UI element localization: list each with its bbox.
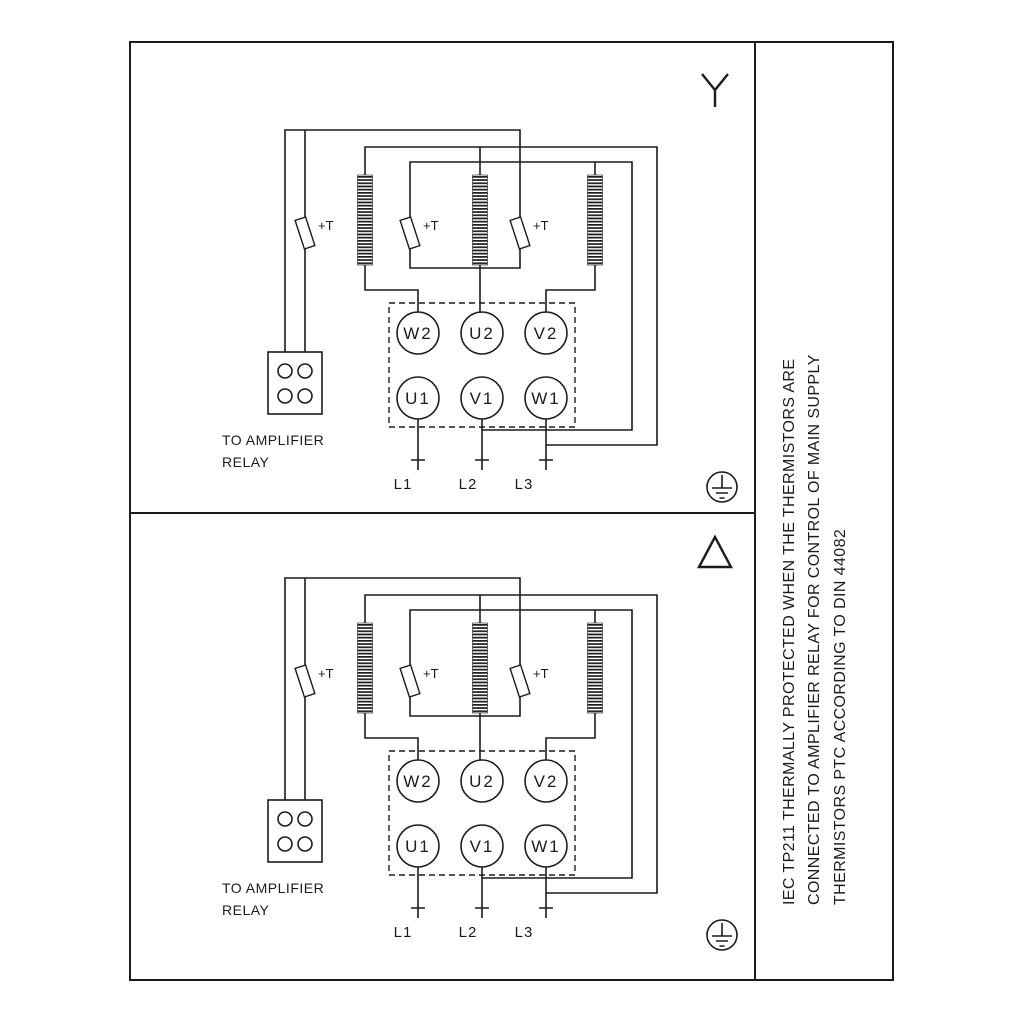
thermistor-body (399, 216, 421, 250)
terminal-w1: W1 (524, 376, 568, 420)
thermistor-body (509, 664, 531, 698)
terminal-u2: U2 (460, 311, 504, 355)
terminal-circle (396, 759, 440, 803)
supply-line-label-l2: L2 (459, 924, 478, 941)
thermistor-icon: +T (294, 216, 334, 250)
thermistor-body (509, 216, 531, 250)
terminal-u1: U1 (396, 824, 440, 868)
thermistor-label: +T (533, 666, 549, 681)
relay-terminal-circle (277, 811, 293, 827)
terminal-label: V1 (470, 837, 495, 856)
relay-terminal-circle (297, 836, 313, 852)
thermistor-body (294, 664, 316, 698)
relay-label-line2: RELAY (222, 902, 270, 918)
relay-terminal-circle (277, 836, 293, 852)
terminal-box-outline (388, 302, 576, 428)
terminal-w1: W1 (524, 824, 568, 868)
thermistor-body (294, 216, 316, 250)
thermistor-icon: +T (294, 664, 334, 698)
supply-line-label-l1: L1 (394, 924, 413, 941)
relay-label-line1: TO AMPLIFIER (222, 432, 324, 448)
terminal-w2: W2 (396, 311, 440, 355)
terminal-box-outline (388, 750, 576, 876)
supply-line-label-l1: L1 (394, 476, 413, 493)
terminal-label: U1 (405, 389, 431, 408)
terminal-u1: U1 (396, 376, 440, 420)
motor-winding-coil (472, 622, 488, 714)
terminal-circle (396, 311, 440, 355)
terminal-label: W1 (531, 389, 561, 408)
terminal-label: U1 (405, 837, 431, 856)
motor-winding-coil (587, 622, 603, 714)
terminal-circle (460, 376, 504, 420)
amplifier-relay-block (267, 351, 323, 415)
terminal-v1: V1 (460, 376, 504, 420)
motor-winding-coil (357, 174, 373, 266)
terminal-circle (396, 376, 440, 420)
ground-bars (712, 475, 732, 499)
ground-bars (712, 923, 732, 947)
motor-winding-coil (587, 174, 603, 266)
thermistor-label: +T (533, 218, 549, 233)
thermistor-icon: +T (509, 664, 549, 698)
thermistor-label: +T (423, 666, 439, 681)
relay-terminal-circle (297, 363, 313, 379)
earth-ground-icon (706, 471, 738, 503)
terminal-circle (460, 311, 504, 355)
terminal-circle (524, 824, 568, 868)
terminal-u2: U2 (460, 759, 504, 803)
relay-label-line1: TO AMPLIFIER (222, 880, 324, 896)
terminal-label: V2 (534, 772, 559, 791)
relay-block-body (267, 351, 323, 415)
thermistor-icon: +T (399, 216, 439, 250)
relay-terminal-circle (277, 388, 293, 404)
terminal-circle (524, 311, 568, 355)
thermistor-label: +T (318, 666, 334, 681)
relay-block-body (267, 799, 323, 863)
thermistor-icon: +T (399, 664, 439, 698)
terminal-circle (524, 376, 568, 420)
side-note-line-2: CONNECTED TO AMPLIFIER RELAY FOR CONTROL… (806, 354, 823, 905)
terminal-label: U2 (469, 324, 495, 343)
terminal-label: V1 (470, 389, 495, 408)
relay-terminal-circle (277, 363, 293, 379)
terminal-label: W2 (403, 772, 433, 791)
terminal-label: W1 (531, 837, 561, 856)
relay-terminal-circle (297, 811, 313, 827)
amplifier-relay-block (267, 799, 323, 863)
motor-winding-coil (357, 622, 373, 714)
terminal-v1: V1 (460, 824, 504, 868)
star-connection-icon (701, 73, 729, 107)
wiring-panel-star: +T +T +T W2 U2 V2 U1 V1 (222, 129, 738, 503)
supply-line-label-l3: L3 (515, 924, 534, 941)
thermistor-label: +T (423, 218, 439, 233)
delta-connection-icon (697, 534, 733, 569)
terminal-label: U2 (469, 772, 495, 791)
thermistor-label: +T (318, 218, 334, 233)
wiring-panel-delta: +T +T +T W2 U2 V2 U1 V1 (222, 577, 738, 951)
terminal-label: V2 (534, 324, 559, 343)
terminal-circle (524, 759, 568, 803)
terminal-v2: V2 (524, 759, 568, 803)
terminal-w2: W2 (396, 759, 440, 803)
thermistor-icon: +T (509, 216, 549, 250)
terminal-circle (396, 824, 440, 868)
relay-label-line2: RELAY (222, 454, 270, 470)
relay-terminal-circle (297, 388, 313, 404)
motor-winding-coil (472, 174, 488, 266)
terminal-label: W2 (403, 324, 433, 343)
terminal-circle (460, 759, 504, 803)
supply-line-label-l3: L3 (515, 476, 534, 493)
terminal-circle (460, 824, 504, 868)
side-note-line-3: THERMISTORS PTC ACCORDING TO DIN 44082 (832, 529, 849, 905)
diagram-border (129, 41, 894, 981)
side-note-line-1: IEC TP211 THERMALLY PROTECTED WHEN THE T… (781, 359, 798, 905)
earth-ground-icon (706, 919, 738, 951)
terminal-v2: V2 (524, 311, 568, 355)
thermistor-body (399, 664, 421, 698)
supply-line-label-l2: L2 (459, 476, 478, 493)
